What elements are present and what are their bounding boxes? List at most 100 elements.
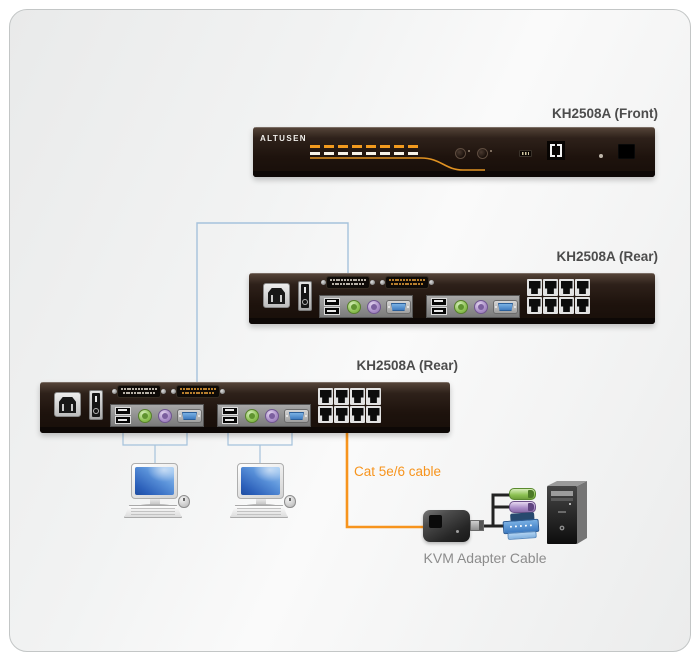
front-power-switch	[618, 144, 635, 159]
console-port-section-1	[110, 404, 204, 427]
usb-port	[324, 307, 340, 315]
rj45-kvm-port	[527, 297, 542, 314]
kvm-rj45-port-block	[318, 388, 381, 423]
kvm-switch-front-panel: ALTUSEN	[253, 127, 655, 177]
power-switch	[298, 281, 312, 311]
power-inlet-hole	[59, 397, 76, 413]
label-kh2508a-rear-mid: KH2508A (Rear)	[556, 249, 658, 264]
console-port-section-1	[319, 295, 413, 318]
computer-2	[220, 455, 312, 525]
vga-plug	[502, 512, 541, 543]
mouse-icon	[284, 495, 296, 508]
adapter-cable-connector	[470, 520, 484, 531]
port-led	[380, 145, 390, 155]
power-socket	[263, 283, 290, 308]
vga-plug-flange	[507, 530, 537, 540]
usb-port	[431, 297, 447, 306]
port-led	[394, 145, 404, 155]
monitor-stand	[256, 499, 266, 505]
port-led	[324, 145, 334, 155]
daisy-chain-port-2	[171, 385, 225, 398]
vga-port-inner	[498, 303, 513, 311]
rj45-kvm-port	[575, 297, 590, 314]
port-selection-button-2	[477, 148, 492, 159]
usb-port	[115, 416, 131, 424]
label-kh2508a-front: KH2508A (Front)	[551, 106, 658, 121]
rj45-kvm-port	[366, 388, 381, 405]
rj45-kvm-port	[350, 388, 365, 405]
power-switch-rocker	[92, 393, 100, 417]
vga-port	[493, 300, 518, 314]
kvm-switch-rear-panel-mid	[249, 273, 655, 324]
port-led	[310, 145, 320, 155]
usb-port-stack	[431, 297, 447, 317]
kvm-rj45-port-block	[527, 279, 590, 314]
monitor-icon	[237, 463, 284, 499]
usb-port-stack	[115, 406, 131, 426]
port-led	[338, 145, 348, 155]
daisy-chain-port-1	[112, 385, 166, 398]
rj45-kvm-port	[543, 279, 558, 296]
power-switch-rocker	[301, 284, 309, 308]
ps2-keyboard-port	[347, 299, 361, 314]
vga-port-inner	[289, 412, 304, 420]
daisy-chain-port-1	[321, 276, 375, 289]
station-id-display	[519, 150, 532, 157]
ps2-mouse-port	[367, 299, 381, 314]
rj45-kvm-port	[559, 297, 574, 314]
db25-connector	[326, 276, 370, 289]
rj45-kvm-port	[318, 406, 333, 423]
port-led	[366, 145, 376, 155]
keyboard-icon	[230, 505, 288, 518]
ps2-mouse-port	[158, 408, 172, 423]
vga-port-inner	[391, 303, 406, 311]
power-inlet-hole	[268, 288, 285, 304]
label-kh2508a-rear-bottom: KH2508A (Rear)	[356, 358, 458, 373]
rj45-kvm-port	[318, 388, 333, 405]
vga-port	[177, 409, 202, 423]
usb-port-stack	[324, 297, 340, 317]
rj45-kvm-port	[575, 279, 590, 296]
ps2-mouse-port	[474, 299, 488, 314]
adapter-rj45-socket	[429, 515, 442, 528]
vga-port	[284, 409, 309, 423]
ps2-keyboard-port	[454, 299, 468, 314]
db25-connector	[176, 385, 220, 398]
usb-port	[115, 406, 131, 415]
daisy-chain-port-2	[380, 276, 434, 289]
port-led	[352, 145, 362, 155]
db25-connector	[385, 276, 429, 289]
console-port-section-2	[426, 295, 520, 318]
kvm-adapter-module	[423, 510, 470, 542]
port-led-strip	[310, 145, 418, 155]
diagram-background	[9, 9, 691, 652]
tower-pc-icon	[547, 481, 587, 544]
ps2-mouse-port	[265, 408, 279, 423]
usb-port	[431, 307, 447, 315]
monitor-icon	[131, 463, 178, 499]
usb-port	[324, 297, 340, 306]
power-switch	[89, 390, 103, 420]
altusen-logo: ALTUSEN	[260, 134, 307, 143]
reset-button	[599, 154, 603, 158]
monitor-screen	[241, 467, 280, 495]
ps2-keyboard-port	[245, 408, 259, 423]
rj45-kvm-port	[527, 279, 542, 296]
rj45-kvm-port	[543, 297, 558, 314]
db25-connector	[117, 385, 161, 398]
port-led	[408, 145, 418, 155]
keyboard-icon	[124, 505, 182, 518]
rj45-kvm-port	[559, 279, 574, 296]
console-port-section-2	[217, 404, 311, 427]
usb-port-stack	[222, 406, 238, 426]
kvm-adapter-label: KVM Adapter Cable	[423, 550, 547, 566]
usb-port	[222, 406, 238, 415]
rj45-kvm-port	[334, 388, 349, 405]
led-swoosh-line	[310, 157, 485, 171]
monitor-stand	[150, 499, 160, 505]
monitor-screen	[135, 467, 174, 495]
computer-1	[114, 455, 206, 525]
power-socket	[54, 392, 81, 417]
adapter-led	[456, 530, 459, 533]
rj45-kvm-port	[334, 406, 349, 423]
